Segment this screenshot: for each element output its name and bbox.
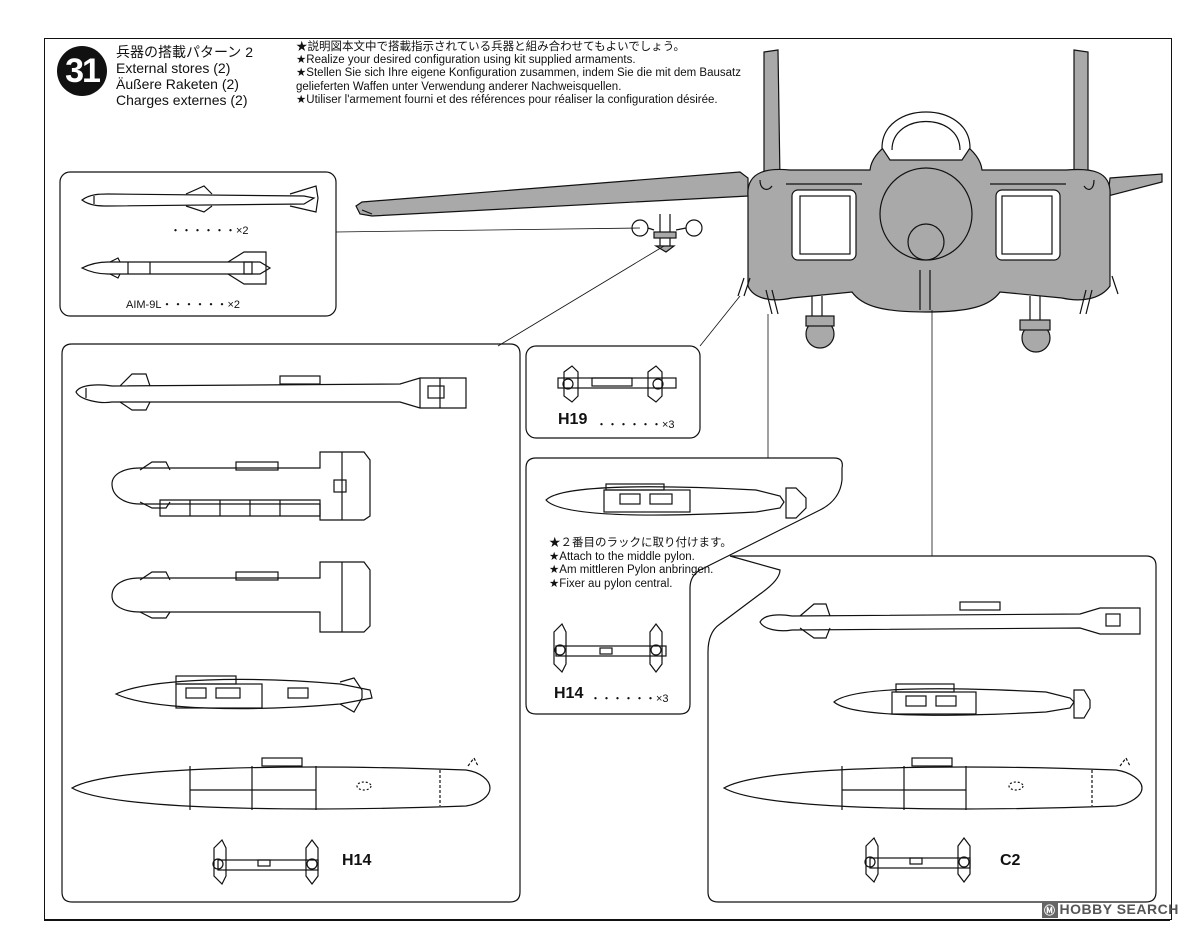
attach-german: ★Am mittleren Pylon anbringen. (549, 564, 714, 576)
rack-h14-left (212, 838, 319, 886)
step-title-block: 兵器の搭載パターン 2 External stores (2) Äußere R… (116, 44, 253, 108)
h19-label: H19 (558, 411, 588, 428)
title-german: Äußere Raketen (2) (116, 76, 239, 92)
step-number-badge: 31 (57, 46, 107, 96)
h19-box (525, 345, 701, 439)
rack-c2 (864, 836, 971, 884)
watermark-logo: Ⓜ (1042, 902, 1058, 918)
note-german: ★Stellen Sie sich Ihre eigene Konfigurat… (296, 67, 741, 93)
h14-left-label: H14 (342, 852, 372, 869)
bottom-rule (44, 920, 1170, 921)
attach-french: ★Fixer au pylon central. (549, 577, 673, 590)
h14-small-qty: ・・・・・・×3 (590, 693, 669, 705)
watermark-text: HOBBY SEARCH (1059, 901, 1179, 917)
left-weapons-box (61, 343, 521, 903)
c2-label: C2 (1000, 852, 1021, 869)
h19-qty: ・・・・・・×3 (596, 419, 675, 431)
attach-japanese: ★２番目のラックに取り付けます。 (549, 537, 732, 549)
attach-english: ★Attach to the middle pylon. (549, 550, 695, 563)
instruction-notes: ★説明図本文中で搭載指示されている兵器と組み合わせてもよいでしょう。 ★Real… (296, 41, 746, 107)
title-french: Charges externes (2) (116, 92, 248, 108)
missile-box (59, 171, 337, 317)
note-english: ★Realize your desired configuration usin… (296, 54, 636, 67)
missile-qty-aim9l: AIM-9L・・・・・・×2 (126, 299, 240, 311)
aircraft-drawing (355, 49, 1163, 353)
leader-lines (335, 227, 933, 556)
attach-instructions: ★２番目のラックに取り付けます。 ★Attach to the middle p… (549, 537, 732, 591)
h14-small-label: H14 (554, 685, 584, 702)
title-english: External stores (2) (116, 60, 231, 76)
page-frame (44, 38, 1172, 920)
title-japanese: 兵器の搭載パターン 2 (116, 44, 253, 60)
h14-small-box (525, 457, 843, 715)
missile-qty-1: ・・・・・・×2 (170, 225, 249, 237)
note-japanese: ★説明図本文中で搭載指示されている兵器と組み合わせてもよいでしょう。 (296, 41, 686, 53)
note-french: ★Utiliser l'armement fourni et des référ… (296, 93, 718, 106)
right-weapons-box (707, 555, 1157, 903)
